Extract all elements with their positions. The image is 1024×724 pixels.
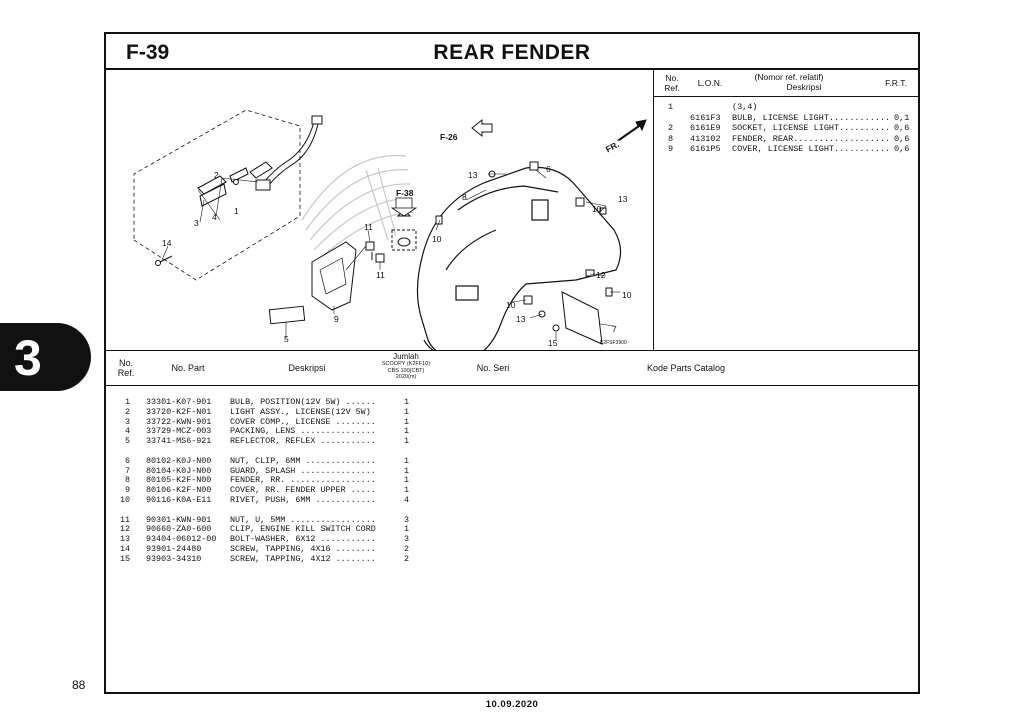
parts-col-no-part: No. Part bbox=[171, 363, 205, 373]
frt-row: 2 6161E9 SOCKET, LICENSE LIGHT..........… bbox=[668, 123, 910, 133]
frt-col-frt: F.R.T. bbox=[885, 78, 907, 88]
frt-reference-header: No. Ref. L.O.N. (Nomor ref. relatif) Des… bbox=[654, 70, 918, 97]
callout-13c: 13 bbox=[516, 314, 526, 324]
frt-row: 6161F3 BULB, LICENSE LIGHT............ 0… bbox=[690, 112, 910, 123]
license-lamp-parts bbox=[197, 161, 273, 207]
ref-arrow-f26 bbox=[471, 118, 493, 138]
diagram-callouts: 2 3 4 1 14 5 9 11 11 10 8 13 6 10 13 12 … bbox=[162, 132, 632, 348]
reflector-5 bbox=[268, 305, 306, 325]
callout-12: 12 bbox=[596, 270, 606, 280]
frt-reference-panel: No. Ref. L.O.N. (Nomor ref. relatif) Des… bbox=[654, 70, 918, 350]
frt-col-deskripsi: Deskripsi bbox=[786, 82, 822, 92]
callout-15: 15 bbox=[548, 338, 558, 348]
ref-label-f26: F-26 bbox=[440, 132, 458, 142]
frt-row: 1 (3,4) bbox=[668, 102, 758, 112]
figure-title: REAR FENDER bbox=[433, 41, 591, 64]
frt-reference-rows: 1 (3,4) 6161F3 BULB, LICENSE LIGHT......… bbox=[654, 102, 918, 155]
frt-col-nomor: (Nomor ref. relatif) bbox=[754, 72, 824, 82]
ref-label-f38: F-38 bbox=[396, 188, 414, 198]
callout-11b: 11 bbox=[376, 270, 385, 280]
fender-upper-cover-9 bbox=[311, 241, 357, 311]
ref-label-front: FR. bbox=[604, 139, 621, 154]
leader-lines bbox=[161, 169, 620, 340]
exploded-diagram: 2 3 4 1 14 5 9 11 11 10 8 13 6 10 13 12 … bbox=[106, 70, 654, 350]
callout-10c: 10 bbox=[622, 290, 632, 300]
model-line-2: CBS 100(CBT) bbox=[387, 367, 425, 374]
license-light-subassembly-box bbox=[133, 109, 301, 281]
frt-row: 8 413102 FENDER, REAR...................… bbox=[668, 133, 910, 144]
callout-10b: 10 bbox=[592, 204, 602, 214]
footer-date: 10.09.2020 bbox=[485, 699, 539, 710]
catalog-page-frame: F-39 REAR FENDER bbox=[104, 32, 920, 694]
model-line-3: 2020(m) bbox=[395, 374, 417, 380]
parts-list-header: No. Ref. No. Part Deskripsi Jumlah SCOOP… bbox=[106, 350, 918, 386]
figure-code: F-39 bbox=[126, 41, 170, 64]
section-tab-number: 3 bbox=[14, 330, 42, 386]
license-light-wiring bbox=[255, 115, 323, 191]
callout-13a: 13 bbox=[468, 170, 478, 180]
callout-6: 6 bbox=[546, 164, 551, 174]
drawing-code: K2FSF3900 bbox=[600, 340, 627, 346]
callout-9: 9 bbox=[334, 314, 339, 324]
callout-7: 7 bbox=[612, 324, 617, 334]
frt-col-lon: L.O.N. bbox=[697, 78, 723, 88]
frt-row: 9 6161P5 COVER, LICENSE LIGHT...........… bbox=[668, 144, 910, 154]
parts-col-no-seri: No. Seri bbox=[476, 363, 510, 373]
splash-guard-7 bbox=[561, 291, 603, 345]
parts-col-jumlah: Jumlah SCOOPY (K2FF10) CBS 100(CBT) 2020… bbox=[366, 352, 446, 381]
parts-col-no-ref: No. Ref. bbox=[117, 358, 135, 378]
screw-14 bbox=[155, 255, 173, 266]
callout-10a: 10 bbox=[432, 234, 442, 244]
callout-13b: 13 bbox=[618, 194, 628, 204]
section-tab: 3 bbox=[0, 323, 91, 391]
exploded-diagram-drawing: 2 3 4 1 14 5 9 11 11 10 8 13 6 10 13 12 … bbox=[133, 109, 647, 350]
callout-11a: 11 bbox=[364, 222, 373, 232]
ref-arrow-f38 bbox=[390, 197, 418, 217]
callout-14: 14 bbox=[162, 238, 172, 248]
rear-fender-8 bbox=[416, 166, 622, 350]
parts-col-deskripsi: Deskripsi bbox=[288, 363, 326, 373]
frt-col-no-ref: No. Ref. bbox=[664, 73, 680, 93]
callout-4: 4 bbox=[212, 212, 217, 222]
callout-5: 5 bbox=[284, 334, 289, 344]
page-number: 88 bbox=[72, 678, 86, 692]
figure-header: F-39 REAR FENDER bbox=[106, 34, 918, 70]
callout-1: 1 bbox=[234, 206, 239, 216]
parts-col-kode: Kode Parts Catalog bbox=[646, 363, 726, 373]
callout-8: 8 bbox=[462, 192, 467, 202]
callout-2: 2 bbox=[214, 170, 219, 180]
front-direction-arrow bbox=[616, 119, 647, 141]
callout-10d: 10 bbox=[506, 300, 516, 310]
jumlah-label: Jumlah bbox=[393, 352, 419, 361]
callout-3: 3 bbox=[194, 218, 199, 228]
nut-11 bbox=[365, 241, 385, 263]
model-line-1: SCOOPY (K2FF10) bbox=[381, 361, 431, 367]
